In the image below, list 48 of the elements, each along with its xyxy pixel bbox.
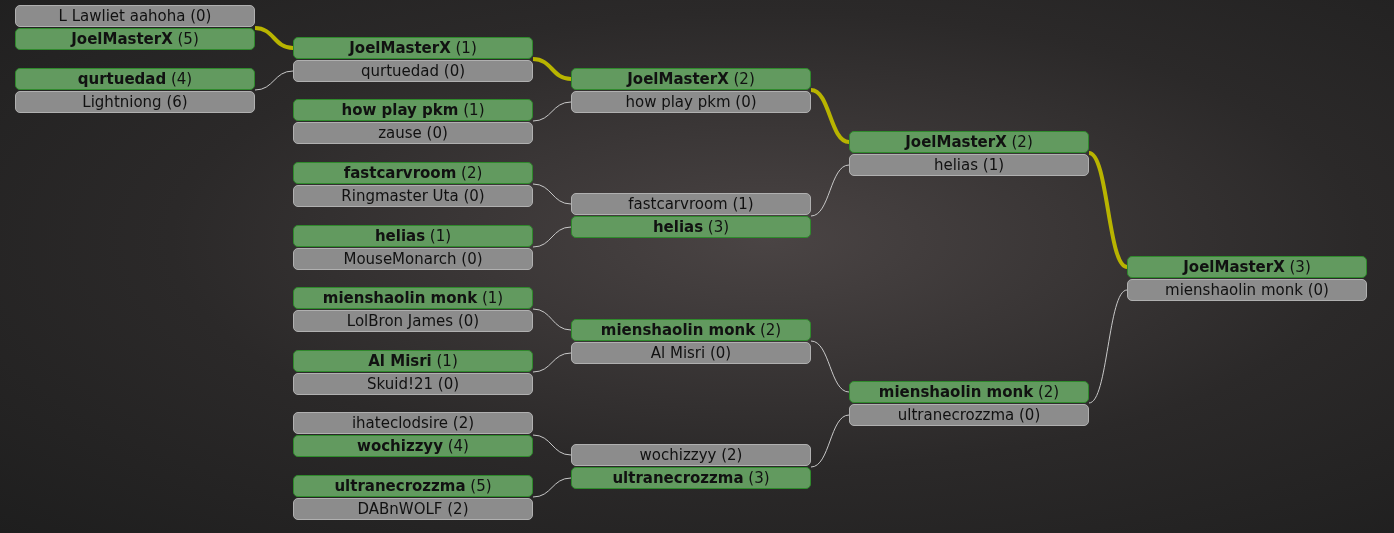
connector-line — [532, 434, 572, 456]
bracket-slot: wochizzyy (4) — [293, 435, 533, 457]
bracket-slot: mienshaolin monk (2) — [571, 319, 811, 341]
bracket-slot: Ringmaster Uta (0) — [293, 185, 533, 207]
bracket-slot: Al Misri (1) — [293, 350, 533, 372]
bracket-slot: LolBron James (0) — [293, 310, 533, 332]
connector-line — [532, 183, 572, 205]
bracket-slot: ultranecrozzma (3) — [571, 467, 811, 489]
bracket-slot: mienshaolin monk (1) — [293, 287, 533, 309]
bracket-slot: Skuid!21 (0) — [293, 373, 533, 395]
connector-line — [532, 101, 572, 122]
bracket-slot: DABnWOLF (2) — [293, 498, 533, 520]
bracket-slot: JoelMasterX (2) — [571, 68, 811, 90]
bracket-slot: how play pkm (0) — [571, 91, 811, 113]
bracket-slot: Al Misri (0) — [571, 342, 811, 364]
bracket-slot: zause (0) — [293, 122, 533, 144]
bracket-slot: JoelMasterX (1) — [293, 37, 533, 59]
bracket-slot: JoelMasterX (3) — [1127, 256, 1367, 278]
bracket-slot: L Lawliet aahoha (0) — [15, 5, 255, 27]
connector-line — [1088, 151, 1128, 269]
bracket-slot: Lightniong (6) — [15, 91, 255, 113]
connector-line — [810, 340, 850, 393]
connector-line — [810, 164, 850, 217]
connector-line — [532, 226, 572, 248]
bracket-slot: ultranecrozzma (5) — [293, 475, 533, 497]
connector-line — [532, 477, 572, 498]
connector-line — [810, 414, 850, 468]
bracket-slot: JoelMasterX (2) — [849, 131, 1089, 153]
bracket-slot: fastcarvroom (2) — [293, 162, 533, 184]
bracket-slot: JoelMasterX (5) — [15, 28, 255, 50]
connector-line — [532, 308, 572, 331]
bracket-slot: helias (1) — [849, 154, 1089, 176]
connector-line — [532, 57, 572, 81]
bracket-slot: helias (3) — [571, 216, 811, 238]
bracket-slot: MouseMonarch (0) — [293, 248, 533, 270]
bracket-slot: ihateclodsire (2) — [293, 412, 533, 434]
bracket-slot: ultranecrozzma (0) — [849, 404, 1089, 426]
connector-line — [532, 352, 572, 373]
bracket-slot: mienshaolin monk (0) — [1127, 279, 1367, 301]
bracket-slot: how play pkm (1) — [293, 99, 533, 121]
connector-line — [810, 88, 850, 144]
bracket-slot: mienshaolin monk (2) — [849, 381, 1089, 403]
bracket-slot: wochizzyy (2) — [571, 444, 811, 466]
bracket-slot: fastcarvroom (1) — [571, 193, 811, 215]
bracket-slot: helias (1) — [293, 225, 533, 247]
bracket-slot: qurtuedad (0) — [293, 60, 533, 82]
connector-line — [254, 70, 294, 91]
bracket-slot: qurtuedad (4) — [15, 68, 255, 90]
